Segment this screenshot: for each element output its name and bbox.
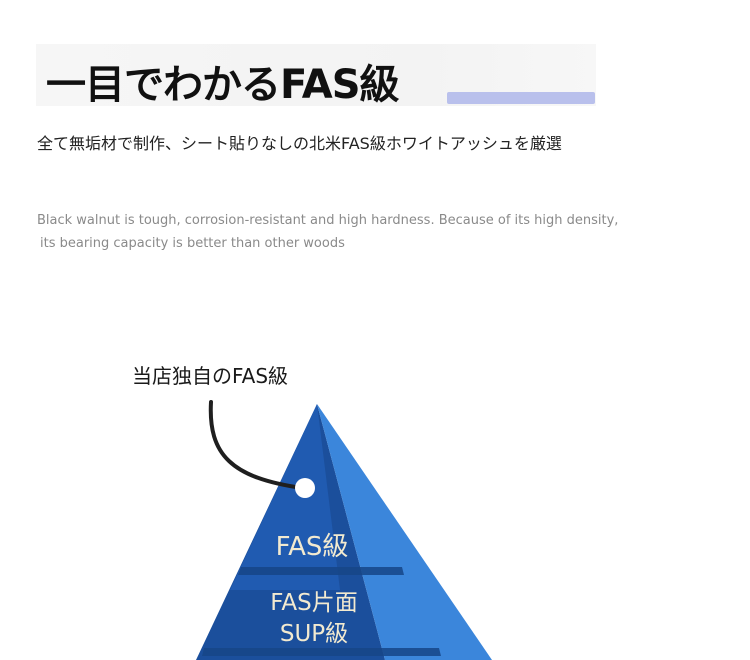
tier-separator-2	[202, 648, 441, 656]
page-title: 一目でわかるFAS級	[46, 62, 399, 108]
description-line-2: its bearing capacity is better than othe…	[40, 236, 345, 251]
title-accent-bar	[447, 92, 595, 104]
description-line-1: Black walnut is tough, corrosion-resista…	[37, 213, 619, 228]
callout-curve	[208, 400, 304, 490]
pyramid-highlight	[230, 404, 340, 590]
tier2-line-1: FAS片面	[270, 590, 358, 616]
tier2-line-2: SUP級	[279, 621, 349, 647]
page-subtitle: 全て無垢材で制作、シート貼りなしの北米FAS級ホワイトアッシュを厳選	[37, 134, 562, 153]
tier-separator-1	[238, 567, 404, 575]
tier-label-fas-sup: FAS片面 SUP級	[252, 588, 376, 650]
callout-marker-dot	[295, 478, 315, 498]
callout-label: 当店独自のFAS級	[132, 364, 289, 388]
tier-label-fas: FAS級	[275, 532, 349, 562]
english-description: Black walnut is tough, corrosion-resista…	[37, 209, 619, 255]
pyramid-right-face	[317, 404, 492, 660]
